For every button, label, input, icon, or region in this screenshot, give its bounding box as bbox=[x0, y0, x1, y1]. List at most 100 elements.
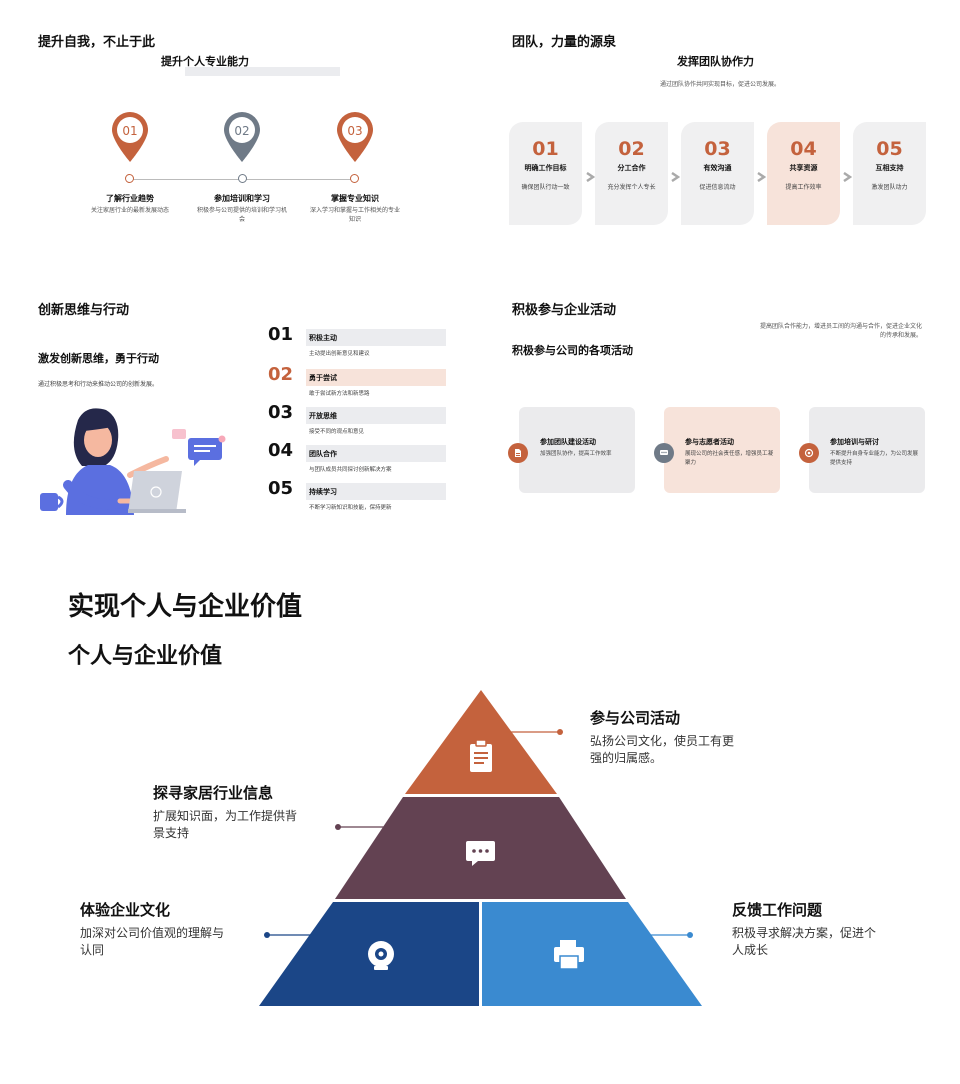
slide2-desc: 通过团队协作共同实现目标，促进公司发展。 bbox=[660, 81, 781, 88]
slide5-subtitle: 个人与企业价值 bbox=[68, 644, 223, 669]
card-name: 明确工作目标 bbox=[524, 164, 567, 172]
card-number: 01 bbox=[532, 138, 559, 160]
list-item-name: 勇于尝试 bbox=[309, 374, 337, 382]
slide4-title: 积极参与企业活动 bbox=[512, 303, 617, 318]
card-name: 有效沟通 bbox=[703, 164, 732, 172]
card-desc: 激发团队动力 bbox=[871, 184, 908, 191]
slide1-title: 提升自我，不止于此 bbox=[38, 35, 156, 50]
card-name: 分工合作 bbox=[617, 164, 646, 172]
chevron-right-icon bbox=[842, 167, 853, 183]
webcam-icon bbox=[368, 941, 394, 970]
list-item-band: 持续学习 bbox=[306, 483, 446, 500]
speech-bubble-icon bbox=[466, 841, 495, 866]
connector-dot bbox=[557, 729, 563, 735]
item-desc: 积极参与公司提供的培训和学习机会 bbox=[197, 207, 288, 224]
list-item-desc: 主动提出创新意见和建议 bbox=[309, 351, 370, 357]
slide3-title: 创新思维与行动 bbox=[38, 303, 130, 318]
document-icon bbox=[508, 443, 528, 463]
list-item-desc: 与团队成员共同探讨创新解决方案 bbox=[309, 467, 392, 473]
card-name: 共享资源 bbox=[789, 164, 818, 172]
connector-dot bbox=[335, 824, 341, 830]
slide4-desc: 提高团队合作能力，增进员工间的沟通与合作，促进企业文化的传承和发展。 bbox=[760, 323, 923, 340]
pin-number: 03 bbox=[347, 124, 363, 138]
timeline-dot bbox=[125, 174, 134, 183]
card-desc: 提高工作效率 bbox=[785, 184, 822, 191]
list-number: 03 bbox=[268, 402, 294, 423]
list-item-band-highlighted: 勇于尝试 bbox=[306, 369, 446, 386]
clipboard-icon bbox=[470, 739, 492, 772]
connector-dot bbox=[264, 932, 270, 938]
card-number: 03 bbox=[704, 138, 731, 160]
list-item-desc: 接受不同的观点和意见 bbox=[309, 429, 365, 435]
list-item-desc: 敢于尝试新方法和新思路 bbox=[309, 391, 370, 397]
list-number: 01 bbox=[268, 324, 294, 345]
list-item-band: 团队合作 bbox=[306, 445, 446, 462]
activity-desc: 展现公司的社会责任感，增强员工凝聚力 bbox=[685, 451, 774, 466]
activity-card: 参加团队建设活动 加强团队协作，提高工作效率 bbox=[519, 407, 635, 493]
pyramid-label-title: 反馈工作问题 bbox=[732, 901, 823, 919]
timeline-dot bbox=[350, 174, 359, 183]
activity-card-highlighted: 参与志愿者活动 展现公司的社会责任感，增强员工凝聚力 bbox=[664, 407, 780, 493]
list-item-name: 持续学习 bbox=[309, 488, 337, 496]
woman-laptop-illustration bbox=[38, 405, 228, 515]
activity-name: 参与志愿者活动 bbox=[685, 438, 734, 446]
list-number: 02 bbox=[268, 364, 294, 385]
card-number: 02 bbox=[618, 138, 645, 160]
slide3-subtitle: 激发创新思维，勇于行动 bbox=[38, 352, 159, 365]
item-desc: 关注家居行业的最新发展动态 bbox=[90, 207, 169, 214]
slide2-subtitle: 发挥团队协作力 bbox=[677, 55, 754, 68]
slide-personal-growth: 提升自我，不止于此 提升个人专业能力 01 了解行业趋势 关注家居行业的最新发展… bbox=[0, 0, 480, 270]
connector-dot bbox=[687, 932, 693, 938]
printer-icon bbox=[554, 940, 584, 970]
list-item-band: 开放思维 bbox=[306, 407, 446, 424]
slide2-title: 团队，力量的源泉 bbox=[512, 35, 617, 50]
pyramid-label-desc: 加深对公司价值观的理解与认同 bbox=[80, 926, 225, 958]
card-desc: 促进信息流动 bbox=[699, 184, 736, 191]
list-item-name: 开放思维 bbox=[309, 412, 337, 420]
list-number: 05 bbox=[268, 478, 294, 499]
step-card: 02 分工合作 充分发挥个人专长 bbox=[595, 122, 668, 225]
list-item-desc: 不断学习新知识和技能，保持更新 bbox=[309, 505, 392, 511]
location-pin-icon: 01 bbox=[110, 111, 150, 163]
pyramid-label-desc: 积极寻求解决方案，促进个人成长 bbox=[732, 926, 877, 958]
item-name: 参加培训和学习 bbox=[214, 194, 270, 203]
subtitle-underline-bar bbox=[185, 67, 340, 76]
card-desc: 充分发挥个人专长 bbox=[607, 184, 656, 191]
location-pin-icon: 03 bbox=[335, 111, 375, 163]
list-item-name: 积极主动 bbox=[309, 334, 337, 342]
step-card: 01 明确工作目标 确保团队行动一致 bbox=[509, 122, 582, 225]
chat-icon bbox=[654, 443, 674, 463]
value-pyramid bbox=[0, 680, 960, 1020]
pyramid-label-desc: 扩展知识面，为工作提供背景支持 bbox=[153, 809, 298, 841]
activity-name: 参加团队建设活动 bbox=[540, 438, 596, 446]
chevron-right-icon bbox=[756, 167, 767, 183]
target-icon bbox=[799, 443, 819, 463]
step-card: 03 有效沟通 促进信息流动 bbox=[681, 122, 754, 225]
pyramid-label-desc: 弘扬公司文化，使员工有更强的归属感。 bbox=[590, 734, 735, 766]
activity-desc: 加强团队协作，提高工作效率 bbox=[540, 451, 612, 457]
item-name: 了解行业趋势 bbox=[106, 194, 154, 203]
list-item-name: 团队合作 bbox=[309, 450, 337, 458]
slide3-desc: 通过积极思考和行动来推动公司的创新发展。 bbox=[38, 381, 159, 388]
timeline-dot bbox=[238, 174, 247, 183]
card-number: 05 bbox=[876, 138, 903, 160]
activity-name: 参加培训与研讨 bbox=[830, 438, 879, 446]
list-number: 04 bbox=[268, 440, 294, 461]
step-card: 05 互相支持 激发团队动力 bbox=[853, 122, 926, 225]
card-number: 04 bbox=[790, 138, 817, 160]
slide4-subtitle: 积极参与公司的各项活动 bbox=[512, 344, 633, 357]
pyramid-label-title: 体验企业文化 bbox=[80, 901, 171, 919]
chevron-right-icon bbox=[670, 167, 681, 183]
activity-desc: 不断提升自身专业能力，为公司发展提供支持 bbox=[830, 451, 919, 466]
list-item-band: 积极主动 bbox=[306, 329, 446, 346]
pin-number: 01 bbox=[122, 124, 138, 138]
pin-number: 02 bbox=[234, 124, 250, 138]
step-card-highlighted: 04 共享资源 提高工作效率 bbox=[767, 122, 840, 225]
slide1-subtitle: 提升个人专业能力 bbox=[161, 55, 249, 68]
card-name: 互相支持 bbox=[875, 164, 904, 172]
slide5-title: 实现个人与企业价值 bbox=[68, 592, 303, 622]
chevron-right-icon bbox=[585, 167, 596, 183]
item-desc: 深入学习和掌握与工作相关的专业知识 bbox=[310, 207, 401, 224]
activity-card: 参加培训与研讨 不断提升自身专业能力，为公司发展提供支持 bbox=[809, 407, 925, 493]
location-pin-icon: 02 bbox=[222, 111, 262, 163]
